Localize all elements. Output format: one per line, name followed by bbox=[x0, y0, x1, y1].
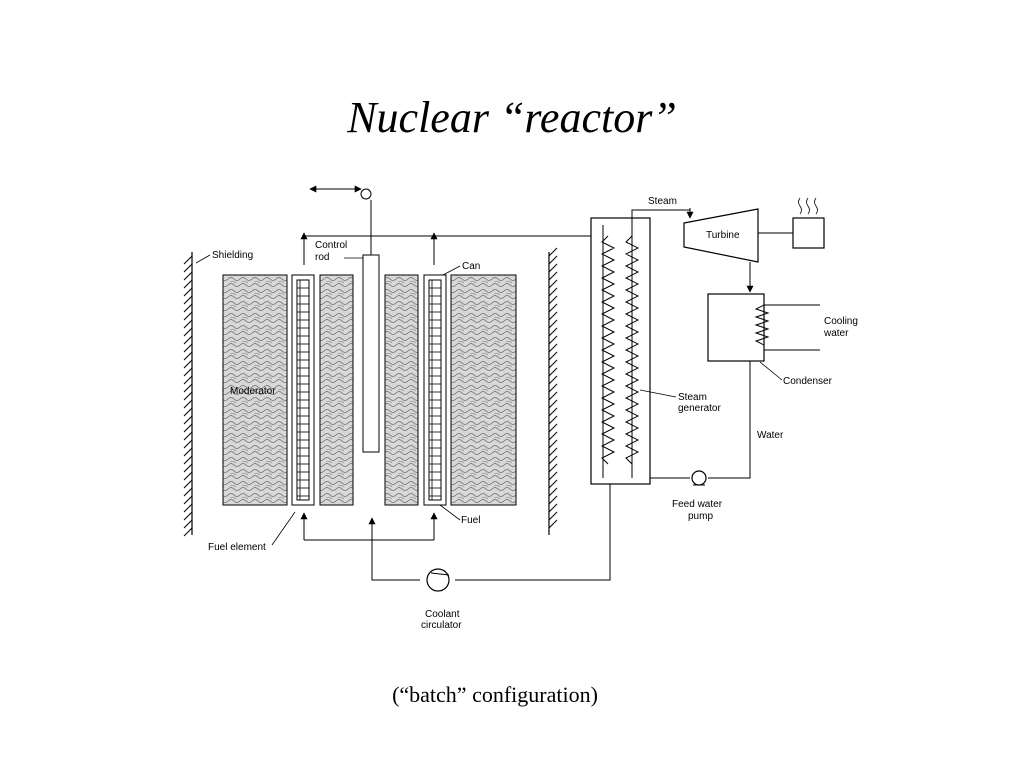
generator bbox=[758, 197, 825, 249]
feed-water-pump bbox=[691, 470, 707, 486]
fuel-element-left bbox=[291, 274, 315, 506]
label-coolant-circulator-line1: Coolant bbox=[425, 609, 460, 620]
moderator-block-4 bbox=[450, 274, 517, 506]
label-condenser: Condenser bbox=[783, 376, 833, 387]
label-steam-generator-line2: generator bbox=[678, 403, 721, 414]
control-rod bbox=[309, 185, 380, 453]
steam-line bbox=[631, 208, 694, 225]
label-steam: Steam bbox=[648, 196, 677, 207]
label-cooling-water-line2: water bbox=[823, 328, 849, 339]
slide-caption: (“batch” configuration) bbox=[392, 682, 598, 707]
label-coolant-circulator-line2: circulator bbox=[421, 620, 462, 631]
label-turbine: Turbine bbox=[706, 230, 740, 241]
fuel-element-right bbox=[423, 274, 447, 506]
turbine bbox=[683, 208, 759, 263]
label-control-rod-line1: Control bbox=[315, 240, 347, 251]
label-steam-generator-line1: Steam bbox=[678, 392, 707, 403]
label-fuel-element: Fuel element bbox=[208, 542, 266, 553]
label-can: Can bbox=[462, 261, 480, 272]
moderator-block-2 bbox=[319, 274, 354, 506]
feed-water-line bbox=[650, 361, 751, 479]
label-water: Water bbox=[757, 430, 784, 441]
label-feed-water-pump-line1: Feed water bbox=[672, 499, 723, 510]
label-fuel: Fuel bbox=[461, 515, 480, 526]
label-control-rod-line2: rod bbox=[315, 252, 329, 263]
moderator-block-1 bbox=[222, 274, 288, 506]
control-rod-pulley bbox=[360, 188, 372, 200]
shielding-left bbox=[183, 252, 193, 537]
shielding-right bbox=[548, 247, 558, 535]
condenser bbox=[707, 293, 820, 362]
slide-title: Nuclear “reactor” bbox=[347, 93, 677, 142]
leader-lines bbox=[195, 254, 783, 546]
label-shielding: Shielding bbox=[212, 250, 253, 261]
coolant-circulator bbox=[426, 568, 450, 592]
label-moderator: Moderator bbox=[230, 386, 276, 397]
steam-generator bbox=[590, 217, 651, 485]
moderator-block-3 bbox=[384, 274, 419, 506]
label-cooling-water-line1: Cooling bbox=[824, 316, 858, 327]
label-feed-water-pump-line2: pump bbox=[688, 511, 713, 522]
